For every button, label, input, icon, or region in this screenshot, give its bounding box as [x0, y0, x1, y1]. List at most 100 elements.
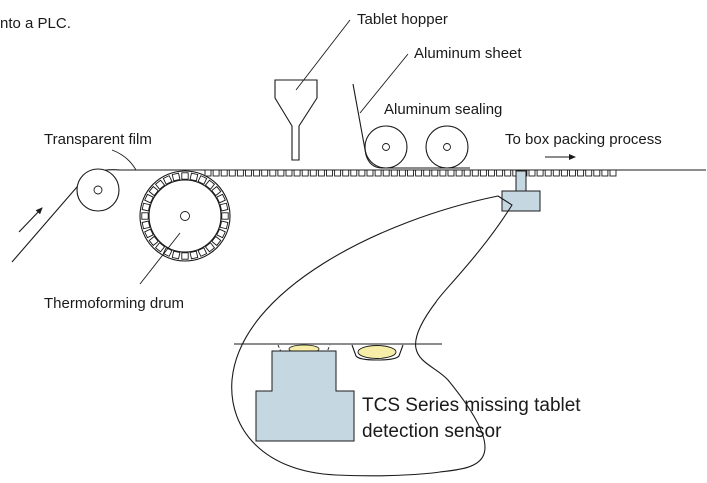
drum-tooth: [189, 172, 199, 182]
blister-pocket: [455, 169, 463, 177]
drum-tooth: [141, 202, 151, 212]
drum-tooth: [221, 212, 229, 220]
blister-pocket: [285, 169, 293, 177]
thermoforming-drum-label: Thermoforming drum: [44, 295, 184, 312]
aluminum-sealing-label: Aluminum sealing: [384, 101, 502, 118]
blister-pocket: [220, 169, 228, 177]
blister-pocket: [471, 169, 479, 177]
blister-pocket: [398, 169, 406, 177]
blister-pocket: [390, 169, 398, 177]
sensor-large-body: [255, 350, 355, 442]
film-roller-axle: [93, 185, 103, 195]
drum-tooth: [144, 193, 154, 204]
drum-tooth: [154, 179, 166, 190]
drum-tooth: [216, 193, 226, 204]
blister-pocket: [423, 169, 431, 177]
blister-pocket: [350, 169, 358, 177]
blister-pocket: [334, 169, 342, 177]
drum-tooth: [141, 220, 151, 230]
sensor-label-line2: detection sensor: [362, 421, 502, 442]
tablet-hopper: [274, 79, 318, 161]
blister-pocket: [609, 169, 617, 177]
blister-pocket: [309, 169, 317, 177]
drum-tooth: [197, 247, 208, 257]
blister-pocket: [415, 169, 423, 177]
blister-pocket: [577, 169, 585, 177]
drum-tooth: [141, 212, 149, 220]
blister-pocket: [253, 169, 261, 177]
blister-pocket: [204, 169, 212, 177]
film-feed-arrow: [18, 207, 43, 233]
blister-pocket: [447, 169, 455, 177]
sensor-small-neck: [515, 170, 527, 193]
blister-pocket: [569, 169, 576, 177]
blister-pocket: [236, 169, 244, 177]
drum-tooth: [154, 242, 166, 253]
sensor-large: [255, 350, 355, 442]
blister-pocket: [326, 169, 333, 177]
to-box-packing-label: To box packing process: [505, 131, 662, 148]
drum-tooth: [189, 250, 199, 260]
blister-pocket: [269, 169, 277, 177]
blister-pocket: [277, 169, 285, 177]
blister-pocket: [536, 169, 544, 177]
sealing-roller-right-axle: [443, 143, 451, 151]
aluminum-sheet-label: Aluminum sheet: [414, 45, 522, 62]
blister-pocket: [342, 169, 350, 177]
drum-tooth: [204, 179, 216, 190]
blister-pocket: [261, 169, 269, 177]
drum-tooth: [211, 185, 222, 197]
blister-pocket: [228, 169, 236, 177]
drum-teeth: [141, 172, 229, 260]
blister-pocket: [552, 169, 560, 177]
transparent-film-leader: [111, 149, 137, 171]
drum-axle: [180, 211, 190, 221]
blister-pocket: [317, 169, 325, 177]
blister-pockets: [204, 169, 617, 177]
blister-pocket: [439, 169, 447, 177]
tablet-hopper-leader: [295, 19, 351, 91]
sensor-small: [501, 170, 541, 212]
drum-tooth: [171, 172, 181, 182]
blister-pocket: [585, 169, 593, 177]
blister-pocket: [601, 169, 609, 177]
blister-pocket: [366, 169, 374, 177]
blister-pocket: [301, 169, 309, 177]
drum-tooth: [181, 172, 189, 180]
blister-pocket: [374, 169, 382, 177]
drum-tooth: [211, 235, 222, 247]
blister-pocket: [293, 169, 301, 177]
thermoforming-drum: [139, 170, 231, 262]
blister-pocket: [544, 169, 552, 177]
tablet: [357, 345, 397, 359]
drum-tooth: [171, 250, 181, 260]
drum-tooth: [144, 228, 154, 239]
drum-tooth: [162, 175, 173, 185]
sealing-roller-left-axle: [382, 143, 390, 151]
drum-tooth: [181, 252, 189, 260]
tablet-hopper-label: Tablet hopper: [357, 11, 448, 28]
thermoforming-drum-leader: [139, 232, 181, 285]
sensor-small-body: [501, 190, 541, 212]
drum-tooth: [162, 247, 173, 257]
blister-pocket: [479, 169, 487, 177]
drum-tooth: [219, 220, 229, 230]
blister-pocket: [463, 169, 471, 177]
drum-tooth: [148, 185, 159, 197]
drum-tooth: [216, 228, 226, 239]
drum-tooth: [148, 235, 159, 247]
sensor-label-line1: TCS Series missing tablet: [362, 395, 581, 416]
blister-pocket: [358, 169, 366, 177]
drum-tooth: [219, 202, 229, 212]
drum-tooth: [197, 175, 208, 185]
drum-tooth: [204, 242, 216, 253]
blister-pocket: [496, 169, 504, 177]
transparent-film-label: Transparent film: [44, 131, 152, 148]
blister-pocket: [504, 169, 512, 177]
blister-pocket: [560, 169, 568, 177]
blister-pocket: [593, 169, 601, 177]
blister-pocket: [245, 169, 252, 177]
blister-pocket: [382, 169, 390, 177]
magnifier-bubble: [231, 195, 513, 477]
